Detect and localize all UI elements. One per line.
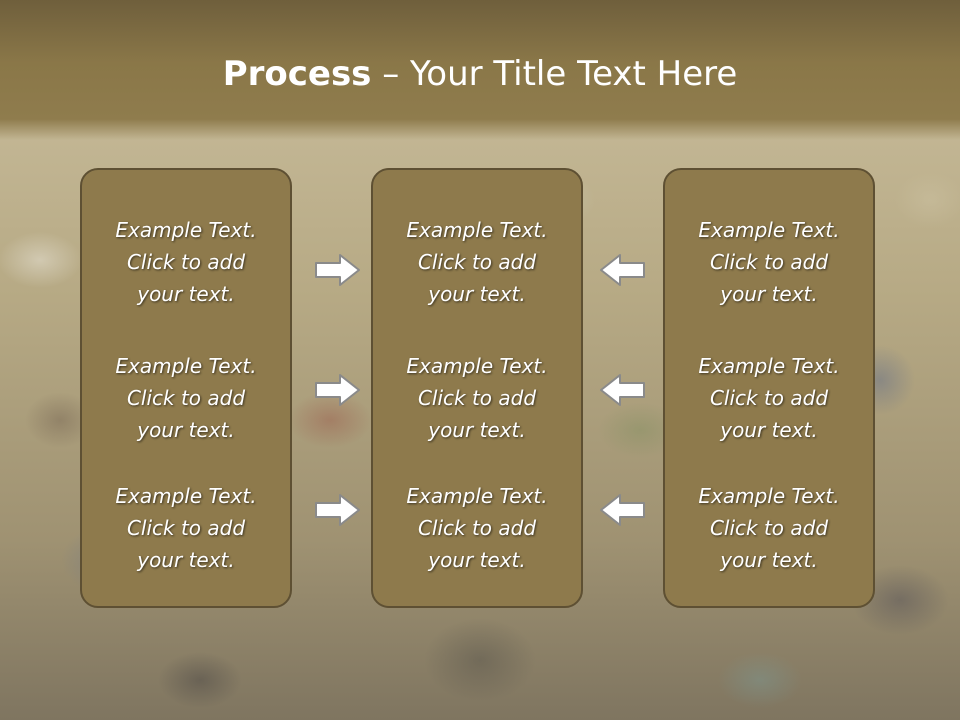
text-line: your text. — [137, 418, 235, 442]
text-line: Example Text. — [406, 218, 548, 242]
text-line: Example Text. — [698, 484, 840, 508]
text-line: Example Text. — [698, 218, 840, 242]
text-line: your text. — [428, 548, 526, 572]
text-line: your text. — [428, 282, 526, 306]
text-line: your text. — [720, 282, 818, 306]
text-line: your text. — [428, 418, 526, 442]
arrow-left-icon — [600, 494, 645, 526]
text-placeholder[interactable]: Example Text. Click to add your text. — [665, 214, 873, 310]
text-line: your text. — [720, 418, 818, 442]
arrow-right-icon — [315, 374, 360, 406]
text-line: Example Text. — [115, 218, 257, 242]
text-line: Example Text. — [115, 354, 257, 378]
text-line: Click to add — [126, 516, 246, 540]
text-line: Click to add — [709, 250, 829, 274]
text-line: Example Text. — [698, 354, 840, 378]
text-line: Click to add — [126, 386, 246, 410]
arrow-left-icon — [600, 254, 645, 286]
process-box-middle[interactable]: Example Text. Click to add your text. Ex… — [371, 168, 583, 608]
text-line: your text. — [137, 282, 235, 306]
text-line: Example Text. — [406, 354, 548, 378]
arrow-left-icon — [600, 374, 645, 406]
text-line: your text. — [720, 548, 818, 572]
text-placeholder[interactable]: Example Text. Click to add your text. — [82, 480, 290, 576]
text-placeholder[interactable]: Example Text. Click to add your text. — [665, 480, 873, 576]
text-line: Click to add — [417, 516, 537, 540]
text-line: Click to add — [126, 250, 246, 274]
process-box-right[interactable]: Example Text. Click to add your text. Ex… — [663, 168, 875, 608]
text-placeholder[interactable]: Example Text. Click to add your text. — [665, 350, 873, 446]
title-bar — [0, 0, 960, 140]
text-placeholder[interactable]: Example Text. Click to add your text. — [373, 350, 581, 446]
text-line: Click to add — [709, 516, 829, 540]
arrow-right-icon — [315, 254, 360, 286]
text-placeholder[interactable]: Example Text. Click to add your text. — [82, 350, 290, 446]
title-rest-part: – Your Title Text Here — [371, 54, 738, 94]
text-line: Click to add — [709, 386, 829, 410]
text-line: Click to add — [417, 386, 537, 410]
process-box-left[interactable]: Example Text. Click to add your text. Ex… — [80, 168, 292, 608]
text-line: Example Text. — [115, 484, 257, 508]
arrow-right-icon — [315, 494, 360, 526]
text-placeholder[interactable]: Example Text. Click to add your text. — [373, 214, 581, 310]
text-placeholder[interactable]: Example Text. Click to add your text. — [373, 480, 581, 576]
text-line: Click to add — [417, 250, 537, 274]
text-line: your text. — [137, 548, 235, 572]
title-bold-part: Process — [222, 54, 372, 94]
slide-title[interactable]: Process – Your Title Text Here — [0, 52, 960, 96]
text-line: Example Text. — [406, 484, 548, 508]
text-placeholder[interactable]: Example Text. Click to add your text. — [82, 214, 290, 310]
